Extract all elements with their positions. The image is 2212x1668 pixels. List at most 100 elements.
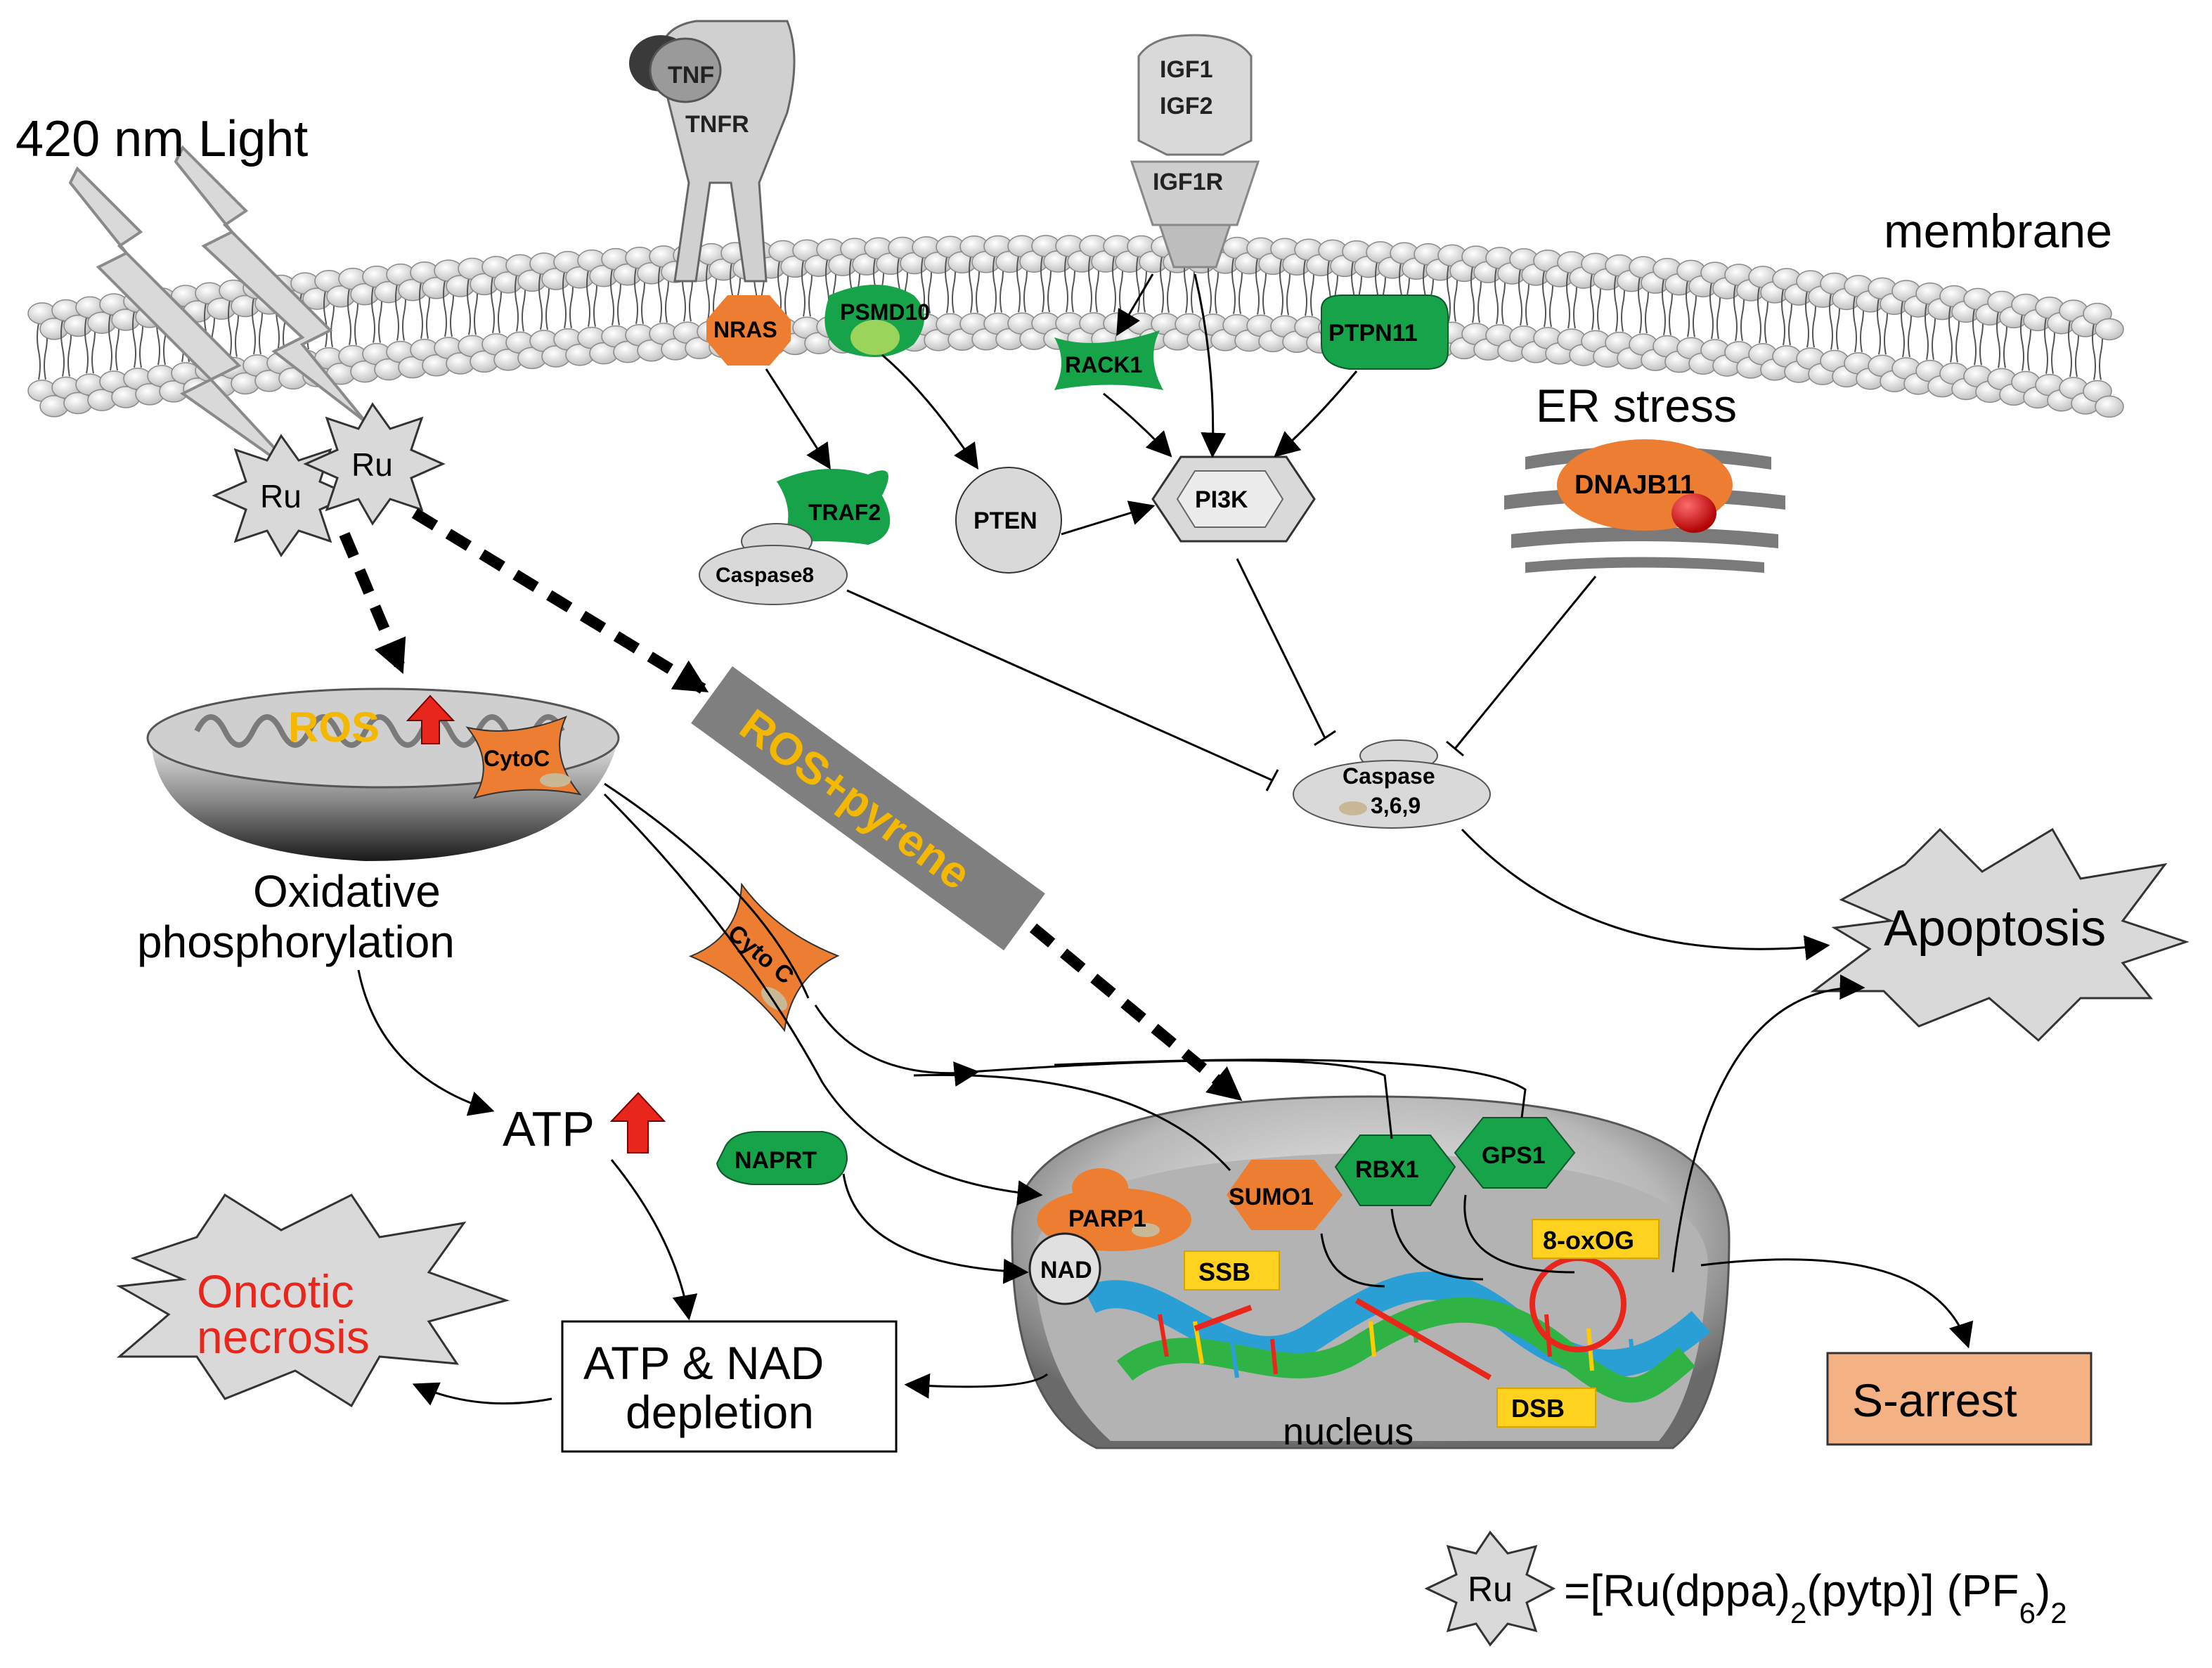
naprt-to-nad-arrow — [842, 1173, 1029, 1284]
formula-part-a: =[Ru(dppa) — [1564, 1565, 1790, 1616]
nucleus-to-s-arrest-arrow — [1700, 1258, 1974, 1349]
nras-node: NRAS — [706, 295, 791, 366]
pten-node: PTEN — [955, 467, 1062, 574]
oxphos-label-line1: Oxidative — [253, 866, 441, 917]
caspase369-node: Caspase 3,6,9 — [1293, 739, 1491, 829]
igf1r-receptor-icon: IGF1 IGF2 IGF1R — [1130, 34, 1260, 269]
ru-to-ros-pyrene-arrow — [411, 508, 709, 694]
ru-label-2: Ru — [351, 446, 393, 483]
nucleus-to-depletion-arrow — [904, 1373, 1048, 1399]
oncotic-label-line1: Oncotic — [197, 1265, 354, 1317]
ros-label: ROS — [288, 704, 380, 751]
atp-to-depletion-arrow — [610, 1159, 698, 1321]
formula-part-c: ) — [2036, 1565, 2050, 1616]
formula-sub-2: 6 — [2019, 1596, 2036, 1629]
cytoc-branch-gps1 — [1054, 1059, 1527, 1118]
traf2-label: TRAF2 — [808, 500, 881, 525]
dnajb11-node: DNAJB11 — [1557, 439, 1733, 533]
legend-formula: =[Ru(dppa)2(pytp)] (PF6)2 — [1564, 1565, 2067, 1629]
legend-ru-label: Ru — [1468, 1570, 1513, 1609]
ssb-label: SSB — [1198, 1258, 1250, 1286]
pi3k-node: PI3K — [1151, 455, 1316, 543]
rbx1-to-dna-line — [1390, 1208, 1484, 1281]
naprt-node: NAPRT — [716, 1131, 848, 1185]
igf1-label: IGF1 — [1160, 56, 1213, 83]
rbx1-node: RBX1 — [1334, 1134, 1456, 1206]
parp1-label: PARP1 — [1068, 1205, 1146, 1232]
legend: Ru =[Ru(dppa)2(pytp)] (PF6)2 — [1424, 1530, 2067, 1647]
cytoc-label: CytoC — [484, 746, 550, 771]
nucleus-to-apoptosis-arrow — [1671, 974, 1865, 1273]
caspase369-label-line1: Caspase — [1343, 763, 1435, 789]
er-stress-label: ER stress — [1536, 380, 1737, 432]
ptpn11-node: PTPN11 — [1321, 295, 1449, 370]
rack1-label: RACK1 — [1065, 352, 1142, 377]
sumo1-to-dna-line — [1320, 1233, 1385, 1288]
igf2-label: IGF2 — [1160, 93, 1213, 119]
formula-sub-1: 2 — [1790, 1596, 1806, 1629]
oncotic-necrosis-burst: Oncotic necrosis — [116, 1193, 510, 1408]
ru-to-mito-arrow — [339, 531, 406, 674]
pathway-edges — [339, 273, 1974, 1406]
psmd10-label: PSMD10 — [840, 299, 930, 325]
cyto-c-to-nucleus-arrow — [814, 1004, 980, 1087]
apoptosis-label: Apoptosis — [1884, 900, 2106, 957]
formula-part-b: (pytp)] (PF — [1806, 1565, 2019, 1616]
atp-nad-depletion-box: ATP & NAD depletion — [561, 1320, 898, 1453]
s-arrest-box: S-arrest — [1826, 1352, 2093, 1446]
depletion-to-necrosis-arrow — [412, 1382, 552, 1406]
light-label: 420 nm Light — [15, 111, 308, 167]
ptpn11-label: PTPN11 — [1328, 320, 1418, 347]
ptpn11-to-pi3k-arrow — [1274, 370, 1358, 458]
oxog-label: 8-oxOG — [1543, 1226, 1634, 1255]
sumo1-node: SUMO1 — [1227, 1160, 1343, 1230]
igf1r-label: IGF1R — [1153, 169, 1223, 195]
membrane-label: membrane — [1884, 205, 2112, 258]
depletion-label-line1: ATP & NAD — [583, 1337, 824, 1389]
dsb-label: DSB — [1511, 1394, 1565, 1423]
cell-membrane — [27, 235, 2124, 418]
psmd10-to-pten-arrow — [881, 354, 978, 470]
pten-label: PTEN — [974, 507, 1037, 534]
rack1-node: RACK1 — [1054, 330, 1163, 390]
naprt-label: NAPRT — [735, 1147, 817, 1174]
oxphos-label-line2: phosphorylation — [137, 917, 455, 967]
ru-legend-icon: Ru — [1424, 1530, 1556, 1647]
dnajb11-inhibits-caspase — [1454, 576, 1597, 749]
formula-sub-3: 2 — [2050, 1596, 2067, 1629]
nad-label: NAD — [1040, 1257, 1092, 1284]
rbx1-label: RBX1 — [1355, 1156, 1419, 1183]
nras-label: NRAS — [713, 317, 777, 342]
atp-label: ATP — [503, 1101, 595, 1156]
caspase8-inhibits-caspase369 — [846, 589, 1273, 782]
psmd10-node: PSMD10 — [824, 285, 930, 357]
dsb-tag: DSB — [1496, 1388, 1596, 1428]
igf1r-to-pi3k-arrow — [1194, 273, 1227, 458]
cytoc-branch-sumo1 — [913, 1073, 1231, 1172]
s-arrest-label: S-arrest — [1852, 1374, 2017, 1426]
ru-complex-icon: Ru — [303, 402, 446, 526]
caspase369-label-line2: 3,6,9 — [1371, 793, 1421, 818]
caspase-to-apoptosis-arrow — [1461, 828, 1830, 961]
mito-cyto-to-parp1-arrow — [603, 793, 1043, 1205]
caspase8-label: Caspase8 — [716, 564, 814, 587]
mito-to-cyto-c-line — [604, 782, 810, 999]
ssb-tag: SSB — [1184, 1250, 1280, 1291]
oxphos-to-atp-arrow — [357, 969, 495, 1116]
ros-pyrene-label: ROS+pyrene — [731, 699, 981, 900]
nad-node: NAD — [1028, 1232, 1101, 1305]
tnfr-receptor-icon: TNF TNFR — [629, 20, 796, 283]
dnajb11-label: DNAJB11 — [1574, 470, 1695, 500]
ros-pyrene-to-nucleus-arrow — [1029, 923, 1243, 1101]
depletion-label-line2: depletion — [626, 1386, 814, 1438]
nucleus-label: nucleus — [1283, 1411, 1414, 1453]
sumo1-label: SUMO1 — [1229, 1184, 1314, 1210]
pten-to-pi3k-arrow — [1061, 500, 1156, 536]
light-bolt-icon — [68, 145, 367, 479]
pi3k-inhibits-caspase — [1236, 558, 1326, 739]
igf1r-to-rack1-arrow — [1116, 273, 1154, 337]
rack1-to-pi3k-arrow — [1103, 392, 1172, 458]
gps1-to-dna-line — [1463, 1194, 1575, 1274]
pi3k-label: PI3K — [1195, 486, 1248, 513]
